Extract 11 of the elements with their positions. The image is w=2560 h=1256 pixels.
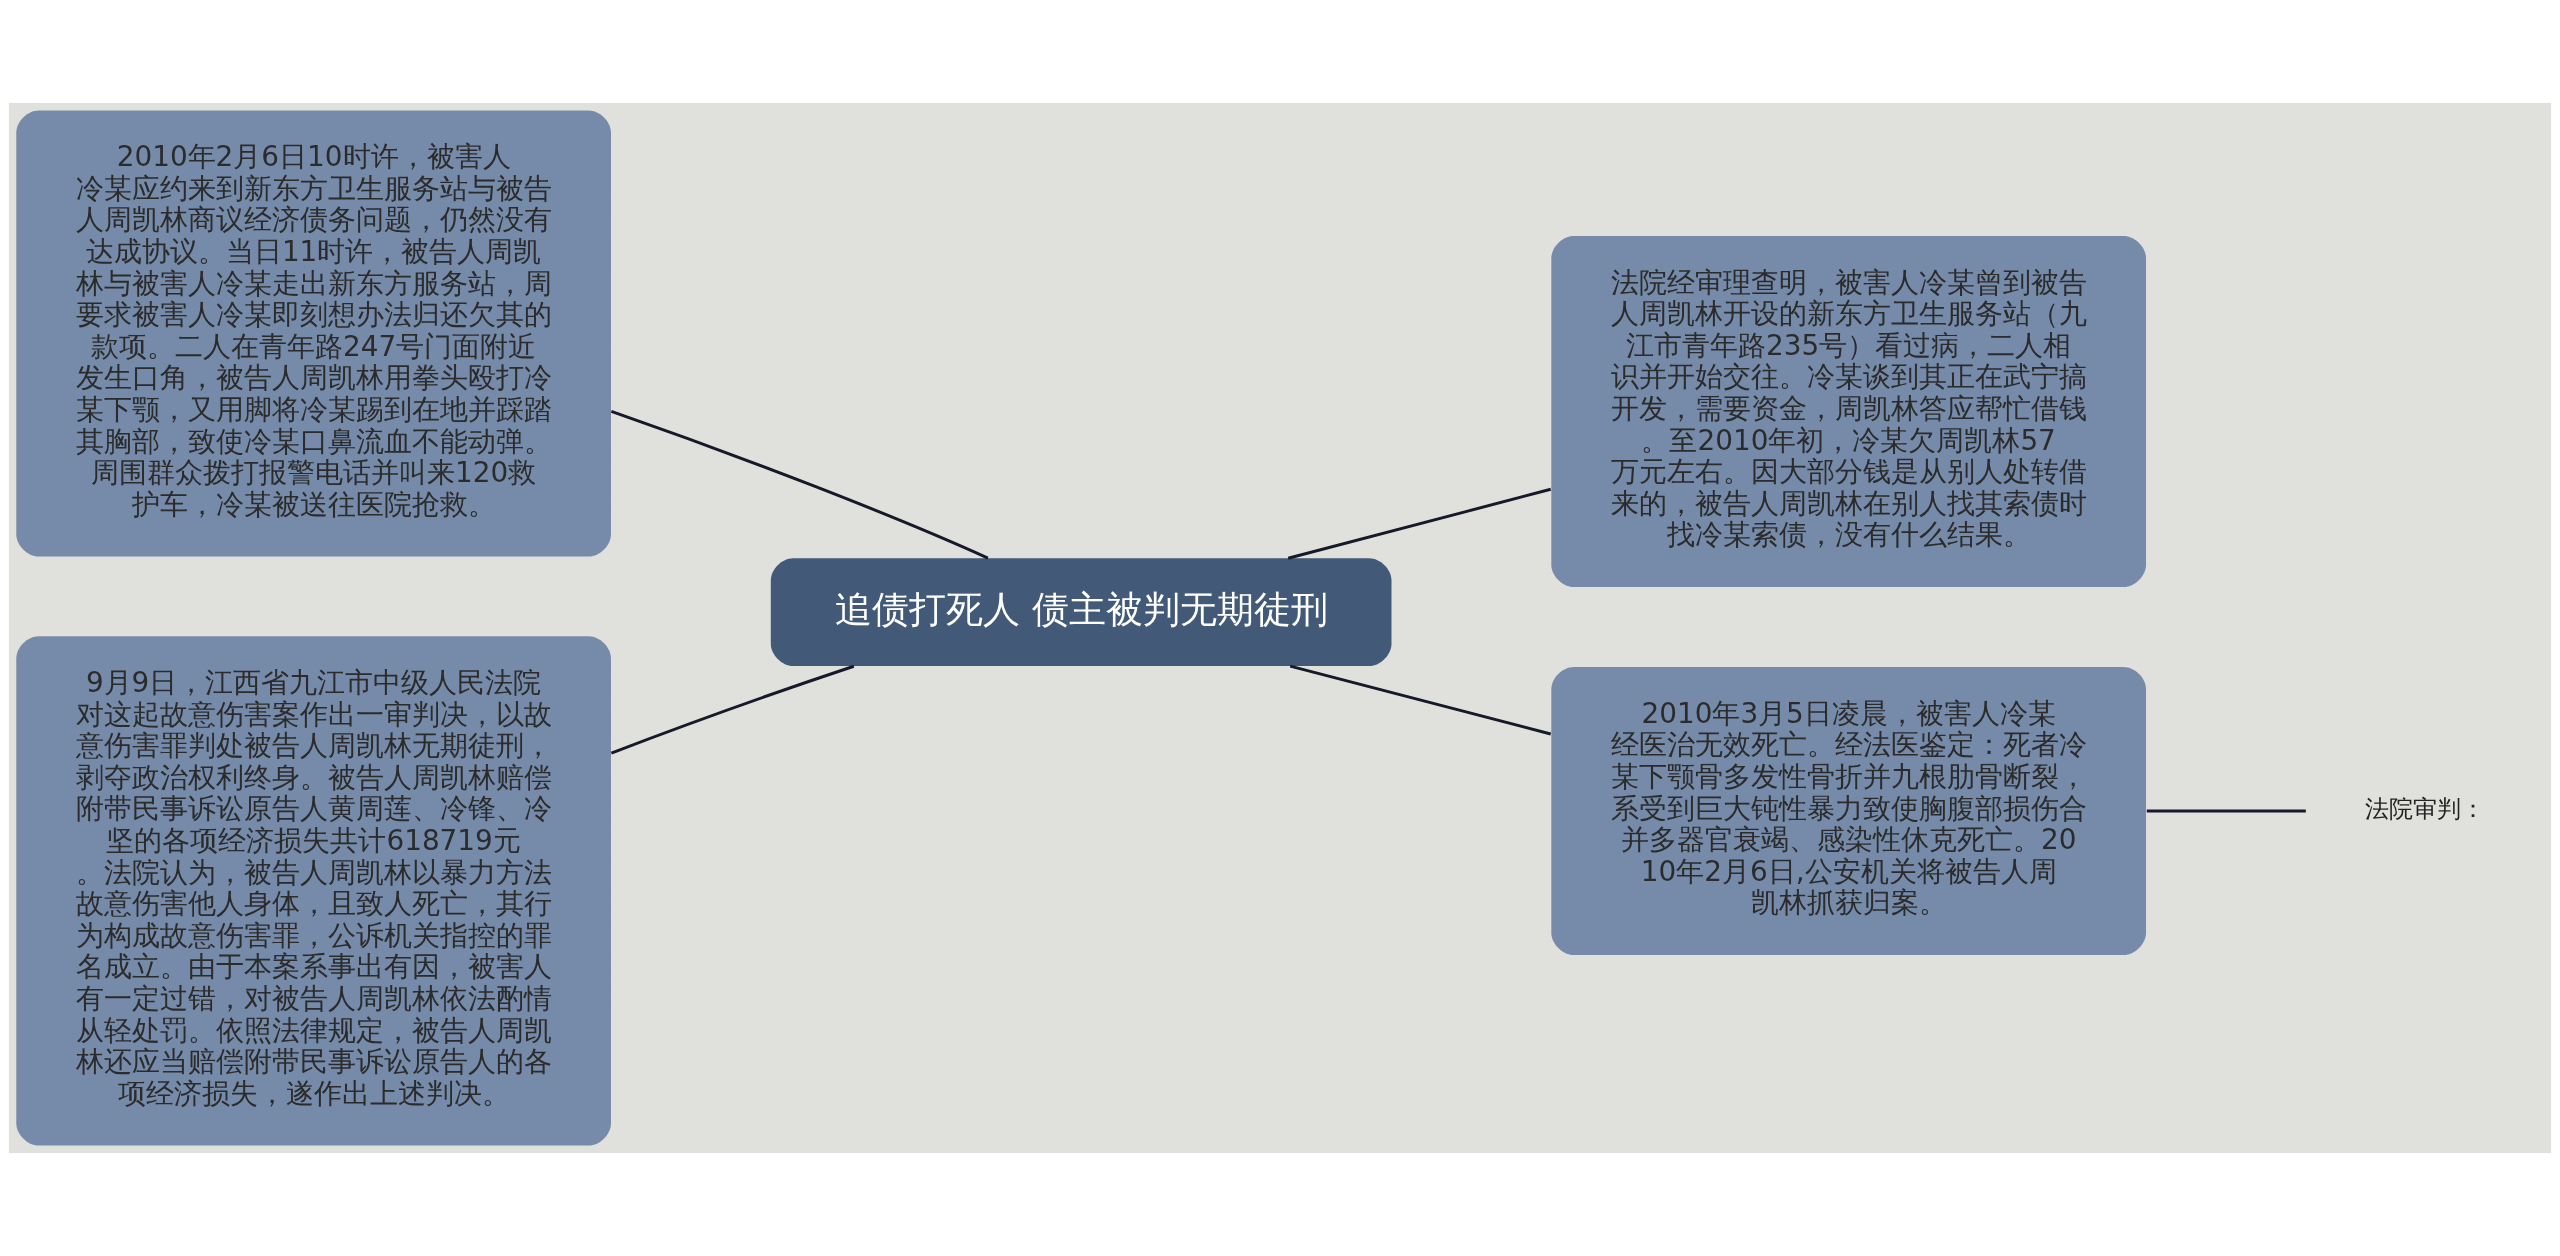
- node-box: 2010年2月6日10时许，被害人冷某应约来到新东方卫生服务站与被告人周凯林商议经济债务问题，仍然没有达成协议。当日11时许，被告人周凯林与被害人冷某走出新东方服务站，周要求被害人冷某即刻想办法归还欠其的款项。二人在青年路247号门面附近发生口角，被告人周凯林用拳头殴打冷某下颚，又用脚将冷某踢到在地并踩踏其胸部，致使冷某口鼻流血不能动弹。周围群众拨打报警电话并叫来120救护车，冷某被送往医院抢救。: [16, 110, 611, 557]
- node-box: 追债打死人 债主被判无期徒刑: [770, 558, 1392, 667]
- connector: [610, 664, 855, 755]
- connector: [2146, 809, 2306, 813]
- node-box: 9月9日，江西省九江市中级人民法院对这起故意伤害案作出一审判决，以故意伤害罪判处被告人周凯林无期徒刑，剥夺政治权利终身。被告人周凯林赔偿附带民事诉讼原告人黄周莲、冷锋、冷坚的各项经济损失共计618719元。法院认为，被告人周凯林以暴力方法故意伤害他人身体，且致人死亡，其行为构成故意伤害罪，公诉机关指控的罪名成立。由于本案系事出有因，被害人有一定过错，对被告人周凯林依法酌情从轻处罚。依照法律规定，被告人周凯林还应当赔偿附带民事诉讼原告人的各项经济损失，遂作出上述判决。: [16, 636, 611, 1146]
- node-box: 2010年3月5日凌晨，被害人冷某经医治无效死亡。经法医鉴定：死者冷某下颚骨多发性骨折并九根肋骨断裂，系受到巨大钝性暴力致使胸腹部损伤合并多器官衰竭、感染性休克死亡。2010年2月6日,公安机关将被告人周凯林抓获归案。: [1551, 667, 2146, 956]
- connector: [1289, 664, 1552, 736]
- connector: [610, 410, 989, 560]
- connector: [1287, 487, 1552, 560]
- node-box: 法院经审理查明，被害人冷某曾到被告人周凯林开设的新东方卫生服务站（九江市青年路235号）看过病，二人相识并开始交往。冷某谈到其正在武宁搞开发，需要资金，周凯林答应帮忙借钱。至2010年初，冷某欠周凯林57万元左右。因大部分钱是从别人处转借来的，被告人周凯林在别人找其索债时找冷某索债，没有什么结果。: [1551, 235, 2146, 588]
- node-text: 法院审判：: [2364, 795, 2485, 824]
